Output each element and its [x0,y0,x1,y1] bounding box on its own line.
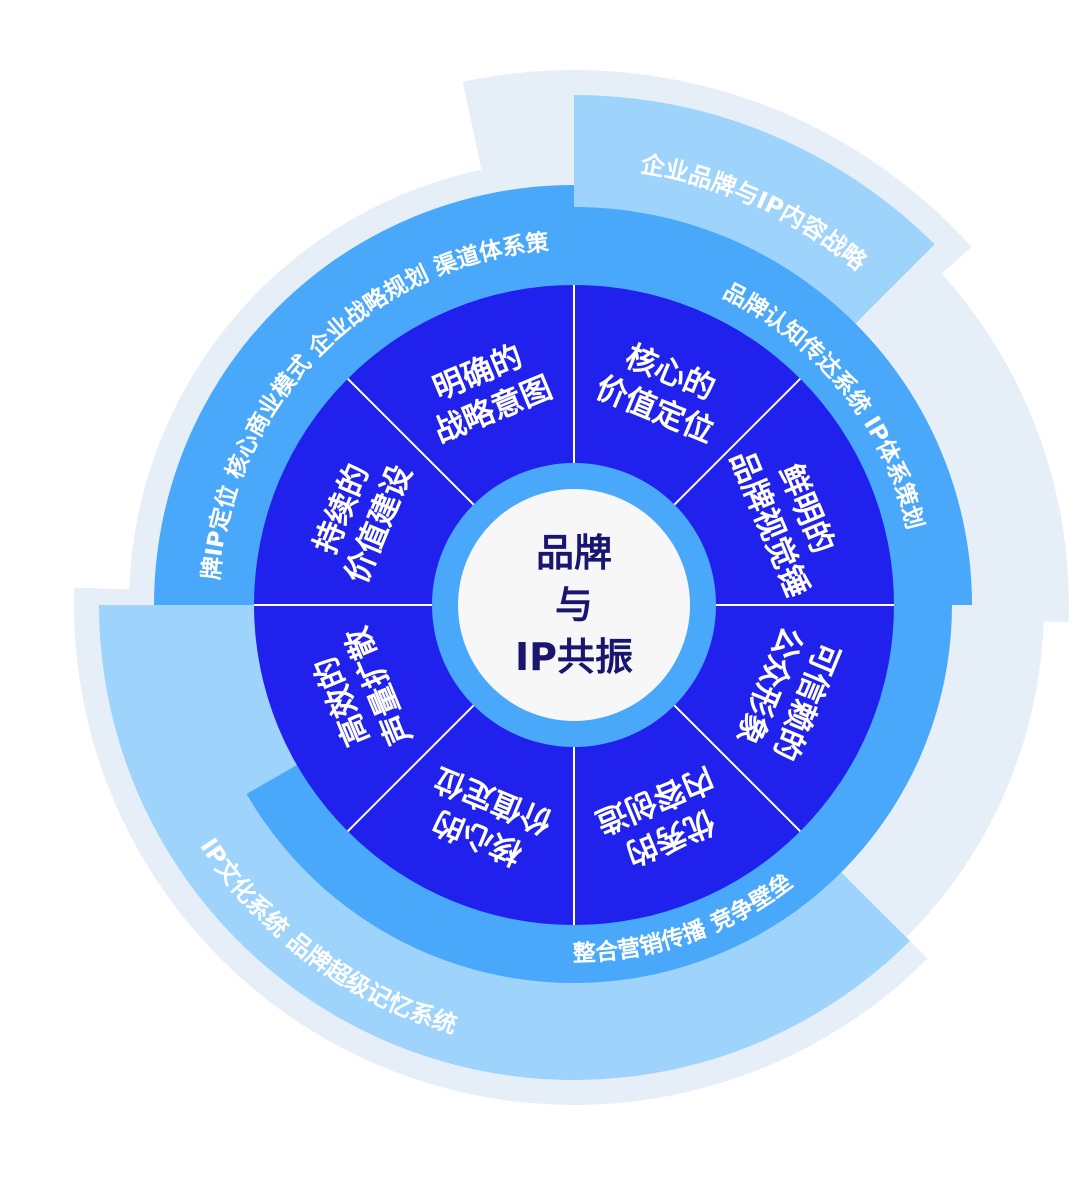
center-title-line-3: IP共振 [515,635,633,679]
center-hub: 品牌 与 IP共振 [432,463,716,747]
center-title-line-2: 与 [555,583,593,627]
hub-circle [458,489,690,721]
center-title-line-1: 品牌 [536,531,612,575]
